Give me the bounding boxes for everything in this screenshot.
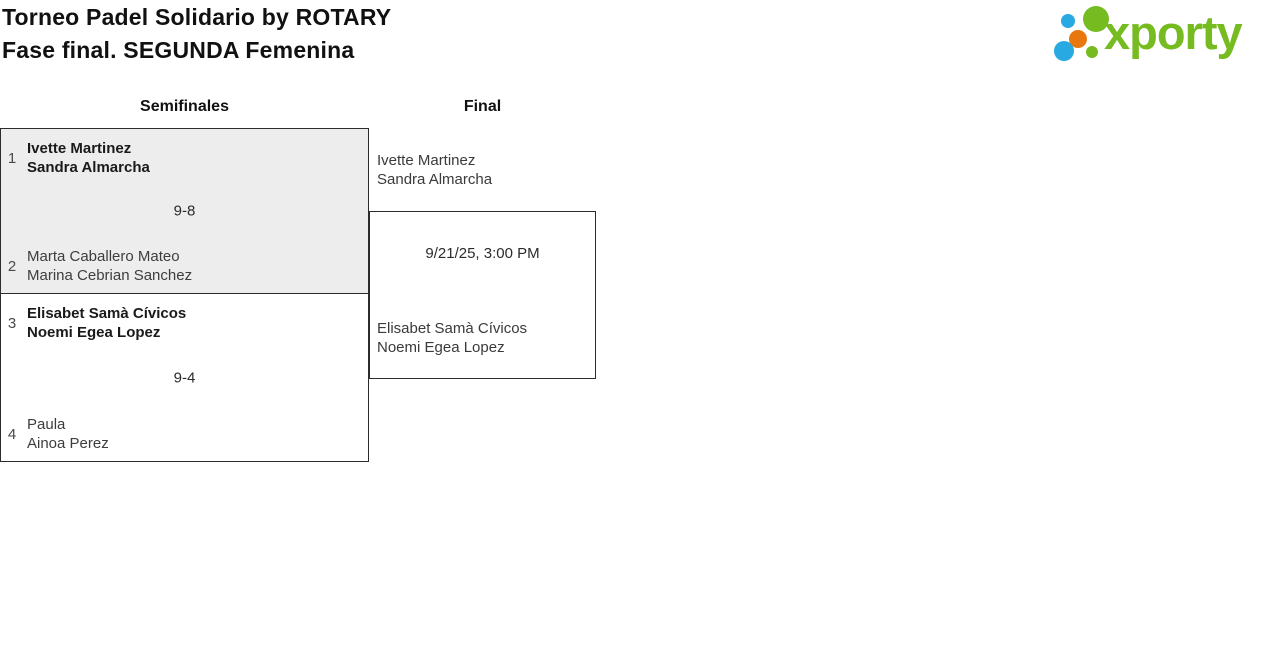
player-name: Ainoa Perez [27,435,109,452]
seed-number: 2 [7,257,17,275]
player-name: Ivette Martinez [27,140,132,157]
player-name: Marina Cebrian Sanchez [27,267,193,284]
logo-wordmark: xporty [1104,6,1243,59]
player-name: Sandra Almarcha [27,159,150,176]
player-name: Marta Caballero Mateo [27,248,180,265]
match-slot-bottom: 4 Paula Ainoa Perez [1,415,109,453]
player-name: Sandra Almarcha [377,171,493,188]
logo-dot-green-small-icon [1086,46,1098,58]
match-card-final[interactable]: 9/21/25, 3:00 PM Elisabet Samà Cívicos N… [369,211,596,379]
seed-number: 3 [7,314,17,332]
tournament-name: Torneo Padel Solidario by ROTARY [2,4,392,30]
final-slot-bottom-team: Elisabet Samà Cívicos Noemi Egea Lopez [377,319,527,357]
player-name: Paula [27,416,66,433]
round-header-semifinales: Semifinales [140,98,229,115]
player-name: Noemi Egea Lopez [27,324,161,341]
match-card-semifinal-2[interactable]: 3 Elisabet Samà Cívicos Noemi Egea Lopez… [0,293,369,462]
logo-dot-orange-icon [1069,30,1087,48]
logo-dot-blue-large-icon [1054,41,1074,61]
player-name: Noemi Egea Lopez [377,339,505,356]
logo-dot-green-large-icon [1083,6,1109,32]
final-slot-top-team: Ivette Martinez Sandra Almarcha [377,151,492,189]
match-schedule: 9/21/25, 3:00 PM [425,245,540,262]
match-score: 9-4 [173,369,196,386]
player-name: Elisabet Samà Cívicos [27,305,187,322]
team-names: Ivette Martinez Sandra Almarcha [27,139,150,177]
player-name: Elisabet Samà Cívicos [377,320,528,337]
logo-dot-blue-small-icon [1061,14,1075,28]
match-slot-top: 3 Elisabet Samà Cívicos Noemi Egea Lopez [1,304,186,342]
team-names: Paula Ainoa Perez [27,415,109,453]
match-card-semifinal-1[interactable]: 1 Ivette Martinez Sandra Almarcha 9-8 2 … [0,128,369,294]
xporty-logo[interactable]: xporty [1050,0,1280,70]
seed-number: 4 [7,425,17,443]
seed-number: 1 [7,149,17,167]
team-names: Elisabet Samà Cívicos Noemi Egea Lopez [27,304,186,342]
player-name: Ivette Martinez [377,152,476,169]
team-names: Marta Caballero Mateo Marina Cebrian San… [27,247,192,285]
phase-category: Fase final. SEGUNDA Femenina [2,37,355,63]
match-score: 9-8 [173,202,196,220]
match-slot-bottom: 2 Marta Caballero Mateo Marina Cebrian S… [1,247,192,285]
round-header-final: Final [463,98,502,115]
match-slot-top: 1 Ivette Martinez Sandra Almarcha [1,139,150,177]
page-title: Torneo Padel Solidario by ROTARY Fase fi… [2,1,391,67]
